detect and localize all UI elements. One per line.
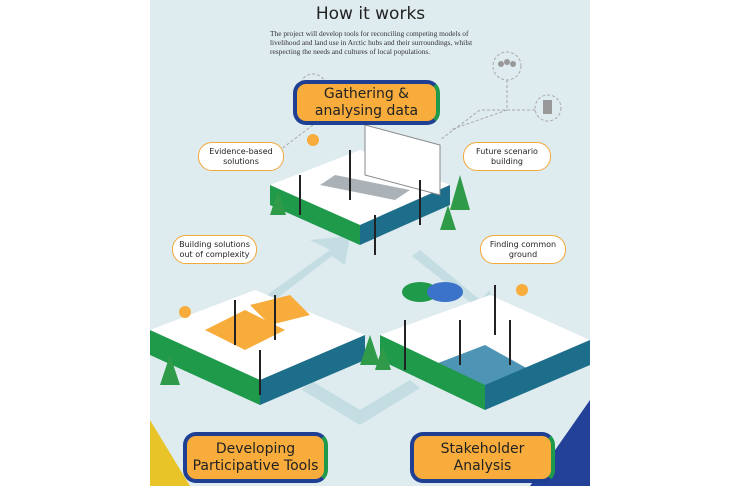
callout-future: Future scenario building	[463, 142, 551, 171]
flow-arrow	[302, 380, 420, 425]
callout-text: out of complexity	[179, 249, 250, 259]
lightbulb-icon	[179, 134, 528, 318]
callout-text: Future scenario	[476, 146, 538, 156]
trees	[160, 175, 470, 385]
callout-text: Building solutions	[179, 239, 250, 249]
callout-text: solutions	[223, 156, 259, 166]
stage-stakeholder: Stakeholder Analysis	[410, 432, 555, 483]
stage-label: Participative Tools	[192, 457, 319, 474]
island-tools	[150, 290, 365, 405]
stage-label: Developing	[215, 440, 296, 457]
callout-text: Finding common	[489, 239, 557, 249]
stage-developing: Developing Participative Tools	[183, 432, 328, 483]
callout-complexity: Building solutions out of complexity	[172, 235, 257, 264]
page-title: How it works	[315, 4, 426, 24]
stage-label: Gathering &	[323, 85, 410, 102]
stage-label: analysing data	[314, 102, 419, 119]
island-stakeholder	[380, 282, 590, 410]
intro-text: The project will develop tools for recon…	[270, 29, 473, 56]
callout-common: Finding common ground	[480, 235, 566, 264]
document-check-icon	[534, 94, 562, 122]
callout-evidence: Evidence-based solutions	[198, 142, 284, 171]
stage-label: Stakeholder	[440, 440, 525, 457]
island-gathering	[270, 124, 450, 245]
stage-label: Analysis	[453, 457, 512, 474]
callout-text: building	[490, 156, 524, 166]
people-group-icon	[492, 51, 522, 81]
callout-text: Evidence-based	[209, 146, 273, 156]
callout-text: ground	[508, 249, 538, 259]
flow-arrow	[260, 236, 350, 305]
people-figures	[234, 150, 511, 395]
stage-gathering: Gathering & analysing data	[293, 80, 440, 125]
corner-yellow	[150, 420, 190, 486]
